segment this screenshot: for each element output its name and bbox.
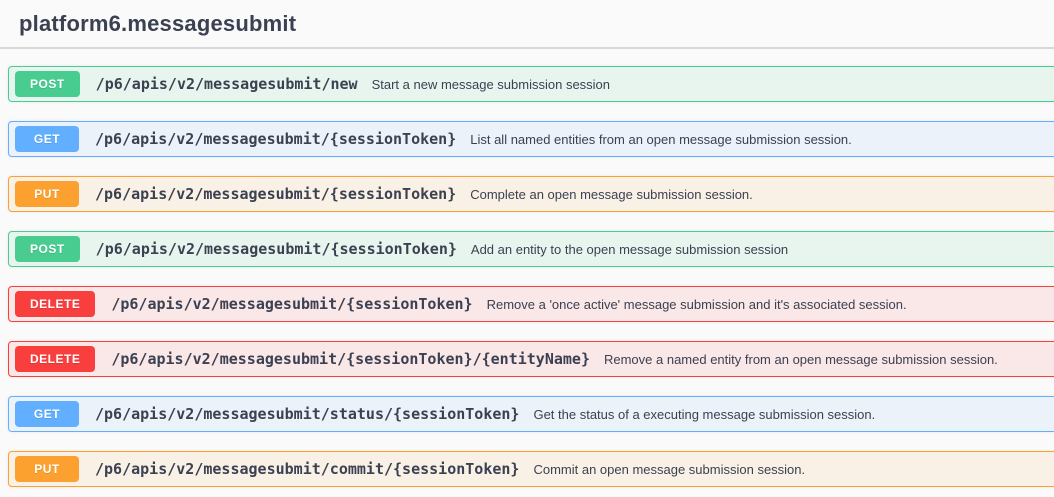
endpoint-description: Start a new message submission session	[372, 77, 610, 92]
method-badge: GET	[15, 401, 79, 427]
endpoint-description: Commit an open message submission sessio…	[533, 462, 805, 477]
method-badge: PUT	[15, 181, 79, 207]
endpoint-path: /p6/apis/v2/messagesubmit/status/{sessio…	[95, 405, 519, 423]
endpoint-path: /p6/apis/v2/messagesubmit/{sessionToken}	[95, 130, 456, 148]
endpoint-path: /p6/apis/v2/messagesubmit/new	[96, 75, 358, 93]
section-title[interactable]: platform6.messagesubmit	[19, 10, 1054, 38]
method-badge: POST	[15, 236, 80, 262]
method-badge: GET	[15, 126, 79, 152]
method-badge: DELETE	[15, 291, 95, 317]
endpoint-row[interactable]: DELETE /p6/apis/v2/messagesubmit/{sessio…	[8, 286, 1054, 322]
method-badge: POST	[15, 71, 80, 97]
endpoint-list: POST /p6/apis/v2/messagesubmit/new Start…	[0, 57, 1054, 487]
endpoint-path: /p6/apis/v2/messagesubmit/{sessionToken}…	[111, 350, 590, 368]
endpoint-description: List all named entities from an open mes…	[470, 132, 852, 147]
endpoint-path: /p6/apis/v2/messagesubmit/{sessionToken}	[111, 295, 472, 313]
endpoint-description: Add an entity to the open message submis…	[471, 242, 788, 257]
endpoint-description: Remove a named entity from an open messa…	[604, 352, 998, 367]
endpoint-row[interactable]: PUT /p6/apis/v2/messagesubmit/commit/{se…	[8, 451, 1054, 487]
endpoint-row[interactable]: POST /p6/apis/v2/messagesubmit/{sessionT…	[8, 231, 1054, 267]
endpoint-path: /p6/apis/v2/messagesubmit/{sessionToken}	[96, 240, 457, 258]
endpoint-description: Remove a 'once active' message submissio…	[487, 297, 907, 312]
endpoint-row[interactable]: DELETE /p6/apis/v2/messagesubmit/{sessio…	[8, 341, 1054, 377]
endpoint-description: Get the status of a executing message su…	[533, 407, 875, 422]
endpoint-row[interactable]: PUT /p6/apis/v2/messagesubmit/{sessionTo…	[8, 176, 1054, 212]
endpoint-path: /p6/apis/v2/messagesubmit/{sessionToken}	[95, 185, 456, 203]
section-divider	[0, 47, 1054, 49]
endpoint-row[interactable]: POST /p6/apis/v2/messagesubmit/new Start…	[8, 66, 1054, 102]
endpoint-row[interactable]: GET /p6/apis/v2/messagesubmit/{sessionTo…	[8, 121, 1054, 157]
endpoint-path: /p6/apis/v2/messagesubmit/commit/{sessio…	[95, 460, 519, 478]
api-section-header: platform6.messagesubmit	[0, 0, 1054, 38]
method-badge: PUT	[15, 456, 79, 482]
endpoint-description: Complete an open message submission sess…	[470, 187, 753, 202]
endpoint-row[interactable]: GET /p6/apis/v2/messagesubmit/status/{se…	[8, 396, 1054, 432]
method-badge: DELETE	[15, 346, 95, 372]
